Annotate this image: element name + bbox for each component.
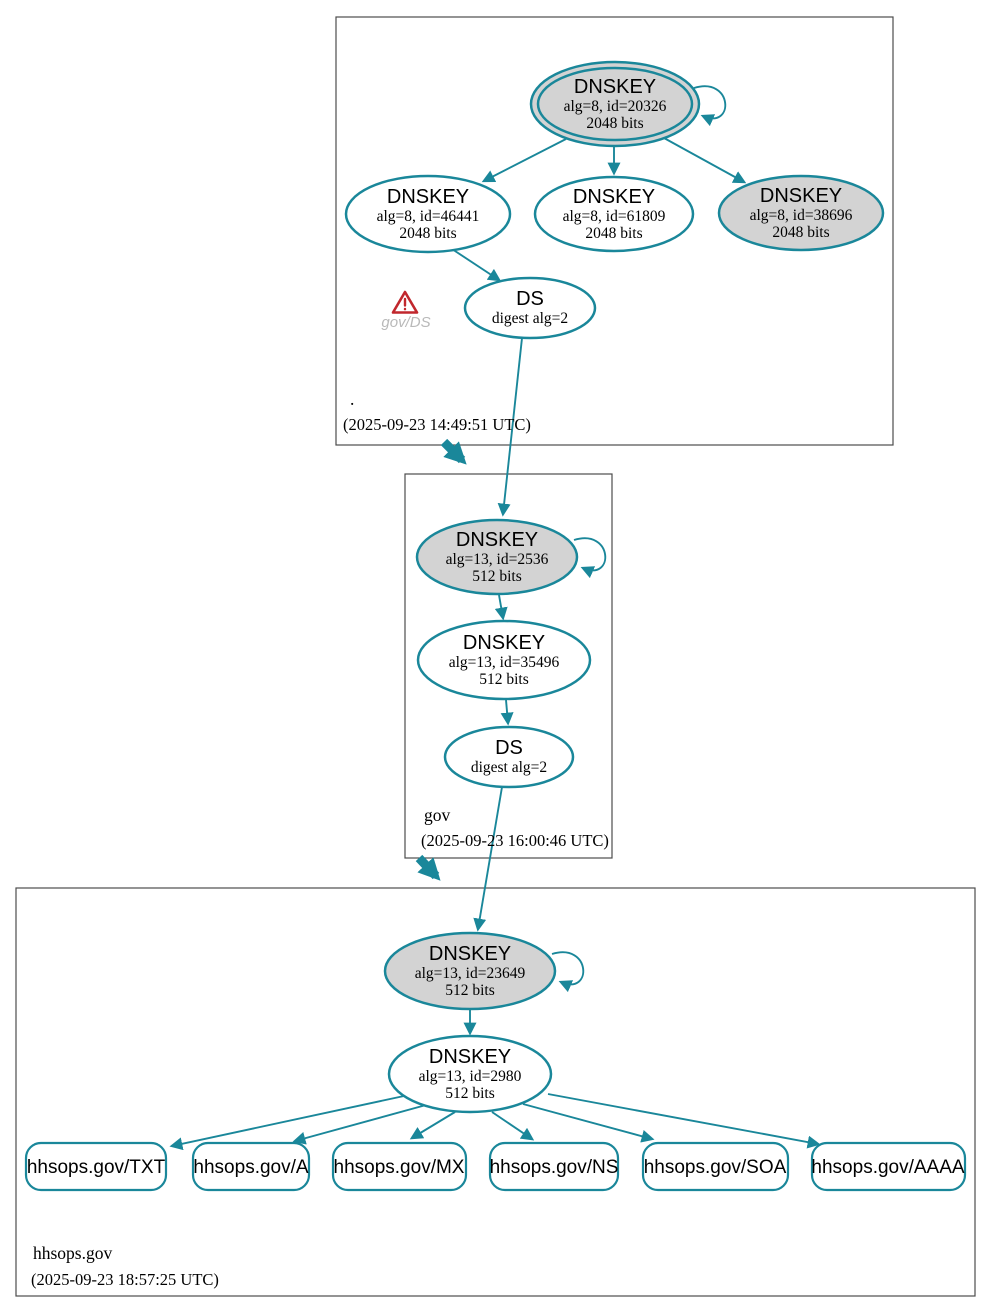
edge-gov-zsk-ds [500, 699, 514, 726]
rrset-a-box [191, 1141, 311, 1192]
edge-hhsops-zsk-soa [522, 1103, 655, 1143]
edge-root-ksk-selfloop [693, 85, 727, 127]
hhsops-zone-timestamp: (2025-09-23 18:57:25 UTC) [31, 1270, 219, 1289]
edge-hhsops-zsk-mx [409, 1111, 456, 1140]
root-zsk2-title: DNSKEY [573, 186, 655, 208]
gov-zone-timestamp: (2025-09-23 16:00:46 UTC) [421, 831, 609, 850]
edge-delegation-root-gov [440, 438, 467, 465]
node-gov-zsk-35496[interactable]: DNSKEY alg=13, id=35496 512 bits [416, 619, 592, 701]
rrset-ns-box [488, 1141, 620, 1192]
node-rrset-soa[interactable]: hhsops.gov/SOA [641, 1141, 790, 1192]
root-gov-ds-warning[interactable]: gov/DS [381, 290, 431, 331]
gov-ksk-attr2: 512 bits [472, 568, 522, 585]
warning-label: gov/DS [381, 314, 430, 331]
root-ksk-inner-ellipse [536, 66, 694, 142]
gov-ksk-attr1: alg=13, id=2536 [446, 551, 549, 568]
gov-zsk-title: DNSKEY [463, 632, 545, 654]
edge-root-ksk-zsk1 [481, 138, 567, 183]
node-root-ksk-20326[interactable]: DNSKEY alg=8, id=20326 2048 bits [529, 60, 701, 148]
root-zsk1-ellipse [344, 174, 512, 254]
node-root-zsk-46441[interactable]: DNSKEY alg=8, id=46441 2048 bits [344, 174, 512, 254]
rrset-soa-label: hhsops.gov/SOA [644, 1157, 787, 1178]
gov-ksk-ellipse [415, 518, 579, 596]
root-ksk-attr2: 2048 bits [586, 115, 643, 132]
root-zone-timestamp: (2025-09-23 14:49:51 UTC) [343, 415, 531, 434]
root-zsk2-attr2: 2048 bits [585, 225, 642, 242]
rrset-a-label: hhsops.gov/A [193, 1157, 308, 1178]
hhsops-zsk-attr1: alg=13, id=2980 [419, 1068, 522, 1085]
node-rrset-txt[interactable]: hhsops.gov/TXT [24, 1141, 168, 1192]
root-zsk3-ellipse [717, 174, 885, 252]
gov-zsk-ellipse [416, 619, 592, 701]
root-zsk1-attr2: 2048 bits [399, 225, 456, 242]
rrset-txt-box [24, 1141, 168, 1192]
edge-gov-ksk-selfloop [573, 537, 607, 579]
node-rrset-ns[interactable]: hhsops.gov/NS [488, 1141, 620, 1192]
node-rrset-aaaa[interactable]: hhsops.gov/AAAA [810, 1141, 967, 1192]
root-zone-label: . [350, 389, 354, 409]
root-ksk-attr1: alg=8, id=20326 [564, 98, 667, 115]
root-zsk2-ellipse [533, 175, 695, 253]
gov-zsk-attr1: alg=13, id=35496 [449, 654, 560, 671]
zone-box-gov [404, 473, 613, 859]
node-gov-ds[interactable]: DS digest alg=2 [443, 725, 575, 789]
edge-hhsops-zsk-ns [491, 1111, 535, 1141]
rrset-mx-box [331, 1141, 468, 1192]
rrset-ns-label: hhsops.gov/NS [490, 1157, 619, 1178]
root-ksk-title: DNSKEY [574, 76, 656, 98]
root-zsk3-attr2: 2048 bits [772, 224, 829, 241]
hhsops-ksk-attr2: 512 bits [445, 982, 495, 999]
edge-hhsops-zsk-a [292, 1104, 427, 1145]
hhsops-zsk-title: DNSKEY [429, 1046, 511, 1068]
node-root-zsk-61809[interactable]: DNSKEY alg=8, id=61809 2048 bits [533, 175, 695, 253]
gov-zone-label: gov [424, 805, 451, 825]
node-rrset-mx[interactable]: hhsops.gov/MX [331, 1141, 468, 1192]
node-hhsops-ksk-23649[interactable]: DNSKEY alg=13, id=23649 512 bits [383, 931, 557, 1011]
edge-hhsops-ksk-selfloop [551, 951, 585, 993]
root-zsk3-attr1: alg=8, id=38696 [750, 207, 853, 224]
root-ksk-outer-ellipse [529, 60, 701, 148]
edge-gov-ds-hhsops-ksk [473, 786, 503, 932]
node-hhsops-zsk-2980[interactable]: DNSKEY alg=13, id=2980 512 bits [387, 1034, 553, 1114]
hhsops-ksk-attr1: alg=13, id=23649 [415, 965, 526, 982]
gov-ds-title: DS [495, 737, 523, 759]
hhsops-zsk-ellipse [387, 1034, 553, 1114]
root-zsk2-attr1: alg=8, id=61809 [563, 208, 666, 225]
edge-gov-ksk-zsk [494, 594, 508, 621]
gov-zsk-attr2: 512 bits [479, 671, 529, 688]
zone-box-root [335, 16, 894, 446]
edge-hhsops-zsk-aaaa [547, 1093, 821, 1149]
root-ds-attr1: digest alg=2 [492, 310, 568, 327]
edge-delegation-gov-hhsops [415, 854, 441, 881]
node-root-ds[interactable]: DS digest alg=2 [463, 276, 597, 340]
root-zsk3-title: DNSKEY [760, 185, 842, 207]
warning-triangle-icon [391, 290, 419, 314]
rrset-txt-label: hhsops.gov/TXT [27, 1157, 166, 1178]
node-rrset-a[interactable]: hhsops.gov/A [191, 1141, 311, 1192]
hhsops-ksk-ellipse [383, 931, 557, 1011]
hhsops-zone-label: hhsops.gov [33, 1243, 112, 1263]
gov-ksk-title: DNSKEY [456, 529, 538, 551]
hhsops-ksk-title: DNSKEY [429, 943, 511, 965]
node-gov-ksk-2536[interactable]: DNSKEY alg=13, id=2536 512 bits [415, 518, 579, 596]
gov-ds-ellipse [443, 725, 575, 789]
gov-ds-attr1: digest alg=2 [471, 759, 547, 776]
hhsops-zsk-attr2: 512 bits [445, 1085, 495, 1102]
root-ds-ellipse [463, 276, 597, 340]
node-root-zsk-38696[interactable]: DNSKEY alg=8, id=38696 2048 bits [717, 174, 885, 252]
rrset-soa-box [641, 1141, 790, 1192]
edge-root-ds-gov-ksk [497, 337, 523, 517]
root-zsk1-title: DNSKEY [387, 186, 469, 208]
root-zsk1-attr1: alg=8, id=46441 [377, 208, 480, 225]
edge-root-ksk-zsk3 [663, 137, 747, 184]
root-ds-title: DS [516, 288, 544, 310]
rrset-aaaa-box [810, 1141, 967, 1192]
edge-hhsops-zsk-txt [169, 1095, 405, 1151]
edge-root-zsk1-ds [451, 248, 502, 282]
rrset-aaaa-label: hhsops.gov/AAAA [811, 1157, 964, 1178]
rrset-mx-label: hhsops.gov/MX [334, 1157, 465, 1178]
zone-box-hhsops [15, 887, 976, 1297]
